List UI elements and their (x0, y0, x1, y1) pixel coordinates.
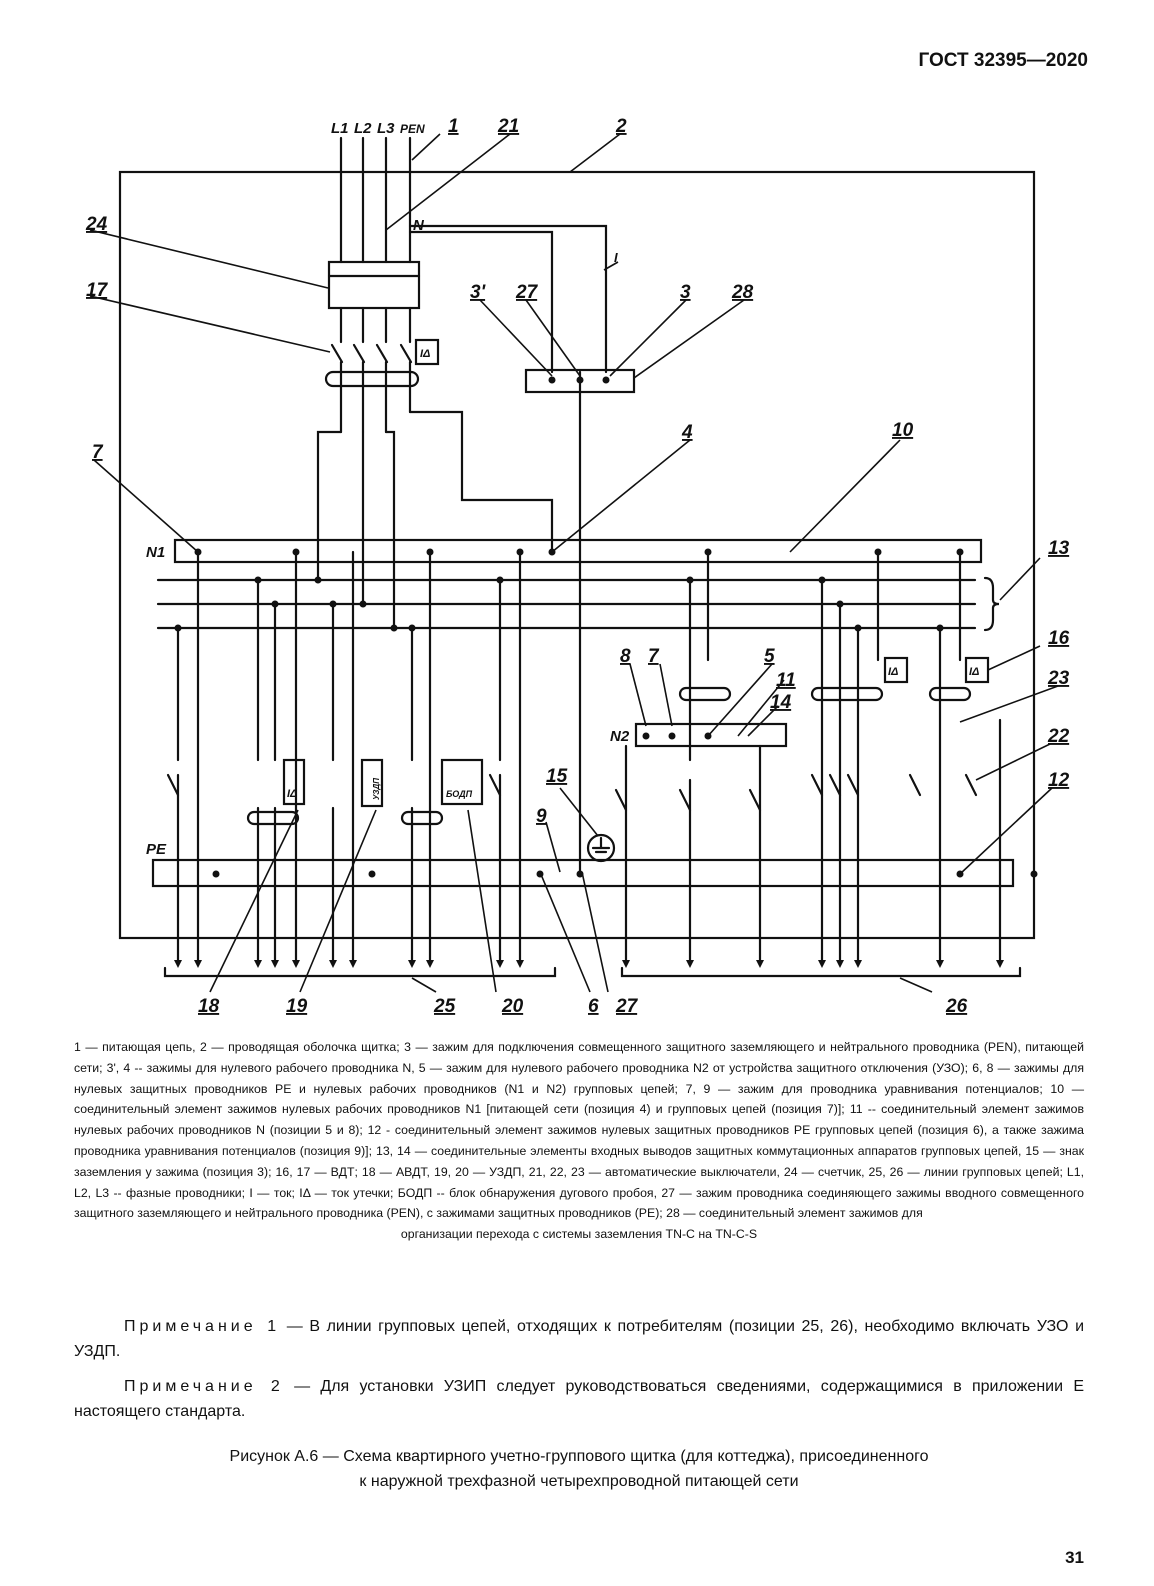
callout-13: 13 (1048, 538, 1070, 559)
note-1: Примечание 1 — В линии групповых цепей, … (74, 1314, 1084, 1364)
callout-1: 1 (448, 116, 459, 137)
callout-6: 6 (588, 996, 599, 1017)
page-header: ГОСТ 32395—2020 (918, 50, 1088, 71)
rcd-16-a (883, 656, 909, 684)
callout-16: 16 (1048, 628, 1070, 649)
device-18 (282, 758, 306, 806)
legend-last-line: организации перехода с системы заземлени… (400, 1227, 758, 1242)
phase-label-l3: L3 (377, 120, 395, 137)
breaker-symbols (166, 773, 978, 812)
callout-24: 24 (85, 214, 108, 235)
callout-19: 19 (286, 996, 308, 1017)
callout-2: 2 (615, 116, 627, 137)
callout-9: 9 (536, 806, 547, 827)
meter-24 (327, 260, 421, 310)
callout-27-bottom: 27 (615, 996, 639, 1017)
note-1-title: Примечание 1 (124, 1318, 281, 1335)
page-number: 31 (1065, 1548, 1084, 1567)
note-1-text: — В линии групповых цепей, отходящих к п… (74, 1318, 1084, 1360)
device-20 (440, 758, 484, 806)
callout-5: 5 (764, 646, 775, 667)
phase-label-l1: L1 (331, 120, 349, 137)
bus-label-n: N (413, 217, 425, 234)
note-2-text: — Для установки УЗИП следует руководство… (74, 1378, 1084, 1420)
note-2-title: Примечание 2 (124, 1378, 284, 1395)
caption-line-2: к наружной трехфазной четырехпроводной п… (359, 1473, 799, 1490)
bus-n1 (173, 538, 983, 564)
callout-7: 7 (92, 442, 104, 463)
idelta-label-16a: IΔ (888, 666, 898, 678)
earth-symbol-15 (586, 833, 616, 863)
callout-22: 22 (1047, 726, 1070, 747)
callout-18: 18 (198, 996, 220, 1017)
callout-26: 26 (945, 996, 968, 1017)
idelta-label-17: IΔ (420, 348, 430, 360)
bus-label-n1: N1 (146, 544, 165, 561)
figure-legend: 1 — питающая цепь, 2 — проводящая оболоч… (74, 1037, 1084, 1245)
note-2: Примечание 2 — Для установки УЗИП следуе… (74, 1374, 1084, 1424)
callout-28: 28 (731, 282, 754, 303)
meter-i-label: I (614, 250, 618, 265)
bus-n2 (634, 722, 788, 748)
callout-25: 25 (433, 996, 456, 1017)
figure-caption: Рисунок А.6 — Схема квартирного учетно-г… (74, 1444, 1084, 1494)
phase-label-l2: L2 (354, 120, 372, 137)
phase-label-pen: PEN (400, 122, 425, 136)
callout-12: 12 (1048, 770, 1070, 791)
callout-3: 3 (680, 282, 691, 303)
group-circuit-lines (176, 550, 1002, 962)
bus-label-pe: PE (146, 841, 167, 858)
junction-dots (174, 376, 1038, 878)
callout-7-n2: 7 (648, 646, 660, 667)
callout-15: 15 (546, 766, 568, 787)
legend-body: 1 — питающая цепь, 2 — проводящая оболоч… (74, 1040, 1084, 1221)
bus-pe (151, 858, 1015, 888)
device-19 (360, 758, 384, 808)
callout-4: 4 (681, 422, 693, 443)
callout-27-top: 27 (515, 282, 539, 303)
callout-23: 23 (1047, 668, 1070, 689)
callout-20: 20 (501, 996, 524, 1017)
enclosure-2 (118, 170, 1036, 940)
outgoing-arrows (174, 960, 1004, 968)
idelta-label-18: IΔ (287, 788, 297, 800)
callout-10: 10 (892, 420, 914, 441)
callout-21: 21 (497, 116, 519, 137)
bodp-label: БОДП (446, 789, 473, 799)
idelta-label-16b: IΔ (969, 666, 979, 678)
udzp-label: УЗДП (372, 778, 381, 800)
wiring-diagram: L1 L2 L3 PEN N N1 N2 PE I IΔ IΔ IΔ IΔ БО… (85, 116, 1070, 1017)
callout-11: 11 (776, 670, 796, 691)
callout-3prime: 3' (470, 282, 487, 303)
bus-label-n2: N2 (610, 728, 630, 745)
callout-17: 17 (86, 280, 109, 301)
callout-8: 8 (620, 646, 631, 667)
caption-line-1: Рисунок А.6 — Схема квартирного учетно-г… (229, 1448, 929, 1465)
callout-14: 14 (770, 692, 792, 713)
